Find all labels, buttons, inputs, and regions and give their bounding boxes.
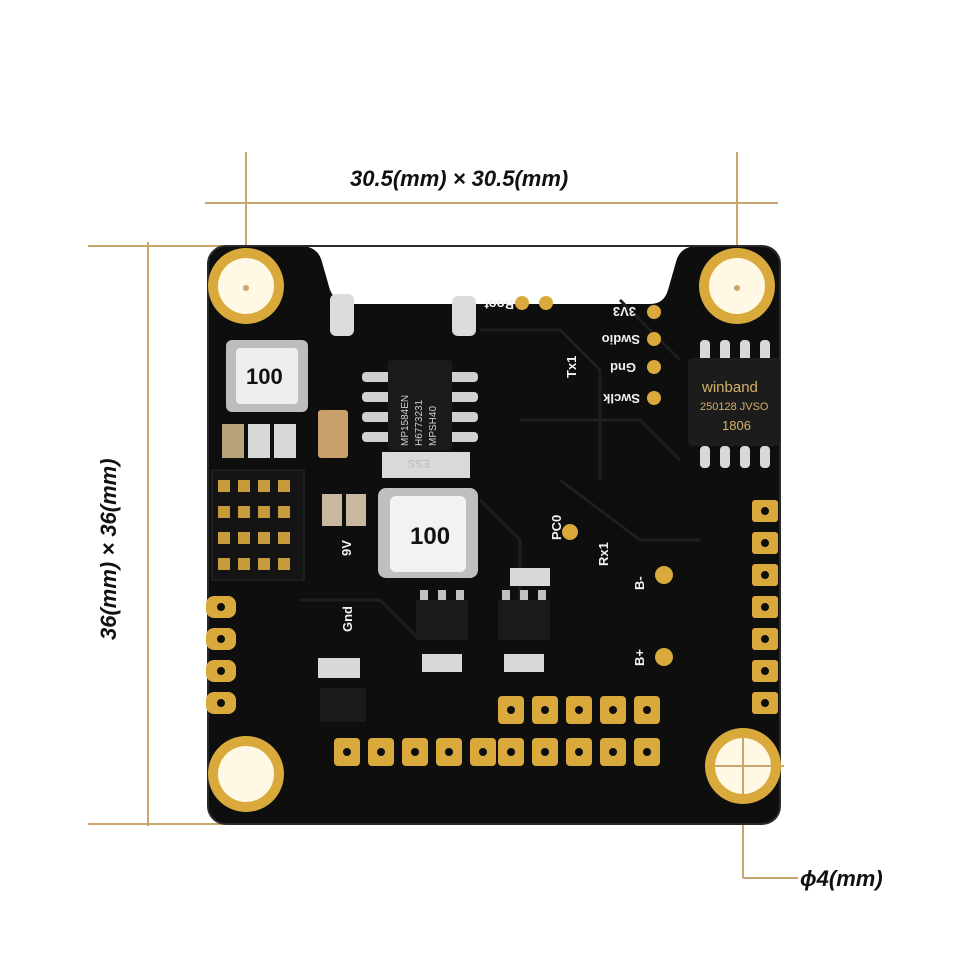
mp-line2: H6773231 (414, 399, 425, 446)
silk-gnd-left: Gnd (340, 606, 355, 632)
pad-holes (217, 507, 769, 756)
mp-line3: MPSH40 (428, 406, 439, 446)
silk-tx1: Tx1 (564, 356, 579, 378)
pin-header (211, 469, 305, 581)
winband-line3: 1806 (722, 418, 751, 433)
silk-9v: 9V (339, 540, 354, 556)
winband-line2: 250128 JVSO (700, 401, 769, 413)
mounting-hole-top-right (699, 248, 775, 324)
inductor-top-label: 100 (246, 364, 283, 389)
inductor-center (378, 452, 478, 578)
chip-markings: winband 250128 JVSO 1806 MP1584EN H67732… (246, 364, 769, 550)
pcb-traces (300, 298, 700, 642)
silk-swclk: Swclk (602, 391, 640, 406)
silk-swdio: Swdio (602, 332, 640, 347)
pcb-board (208, 246, 780, 824)
silk-pc0: PC0 (549, 515, 564, 540)
width-dimension-label: 30.5(mm) × 30.5(mm) (350, 166, 569, 191)
silk-gnd: Gnd (610, 360, 636, 375)
smd-components (222, 294, 550, 678)
small-ic-label: ESS (408, 457, 430, 469)
silk-bplus: B+ (632, 649, 647, 666)
swd-pads (515, 296, 673, 666)
mounting-hole-bottom-left (208, 736, 284, 812)
chip-mp1584 (362, 360, 478, 450)
silk-3v3: 3V3 (613, 304, 636, 319)
dimension-lines (88, 152, 798, 879)
chip-winband (688, 340, 780, 468)
winband-line1: winband (701, 379, 758, 396)
hole-diameter-label: ϕ4(mm) (800, 866, 883, 891)
height-dimension-label: 36(mm) × 36(mm) (96, 458, 121, 640)
mounting-hole-top-left (208, 248, 284, 324)
silk-boot: Boot (484, 297, 514, 312)
mounting-hole-bottom-right (705, 728, 781, 804)
mp-line1: MP1584EN (400, 395, 411, 446)
silk-bminus: B- (632, 576, 647, 590)
sot-ics (320, 590, 550, 722)
inductor-center-label: 100 (410, 523, 450, 550)
mounting-holes (208, 248, 781, 812)
silkscreen: Boot 3V3 Swdio Gnd Swclk Tx1 Rx1 PC0 9V … (339, 297, 647, 666)
pcb-edge-highlight (207, 245, 781, 825)
inductor-top-left (226, 340, 308, 412)
silk-rx1: Rx1 (596, 542, 611, 566)
